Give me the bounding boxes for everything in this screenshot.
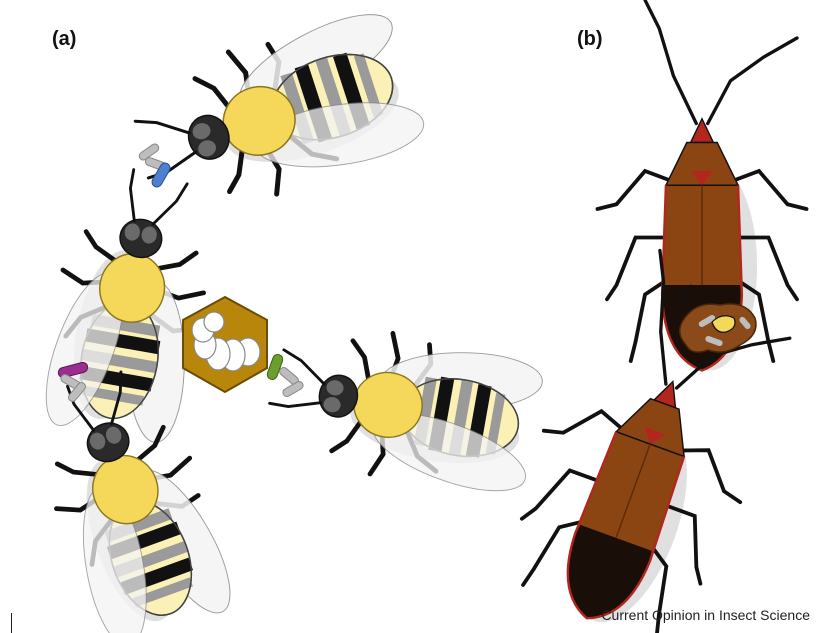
feces-droplet-icon — [680, 304, 756, 352]
bee-icon — [29, 159, 230, 452]
bee-icon — [117, 0, 438, 237]
larva-cell-icon — [183, 297, 267, 392]
bee-icon — [259, 308, 552, 509]
panel-a-label: (a) — [52, 28, 76, 51]
panel-b-label: (b) — [577, 28, 603, 51]
bacteria-icon — [138, 142, 172, 188]
bug-icon — [489, 234, 812, 633]
journal-credit: Current Opinion in Insect Science — [601, 607, 810, 623]
frame-edge — [11, 613, 12, 633]
